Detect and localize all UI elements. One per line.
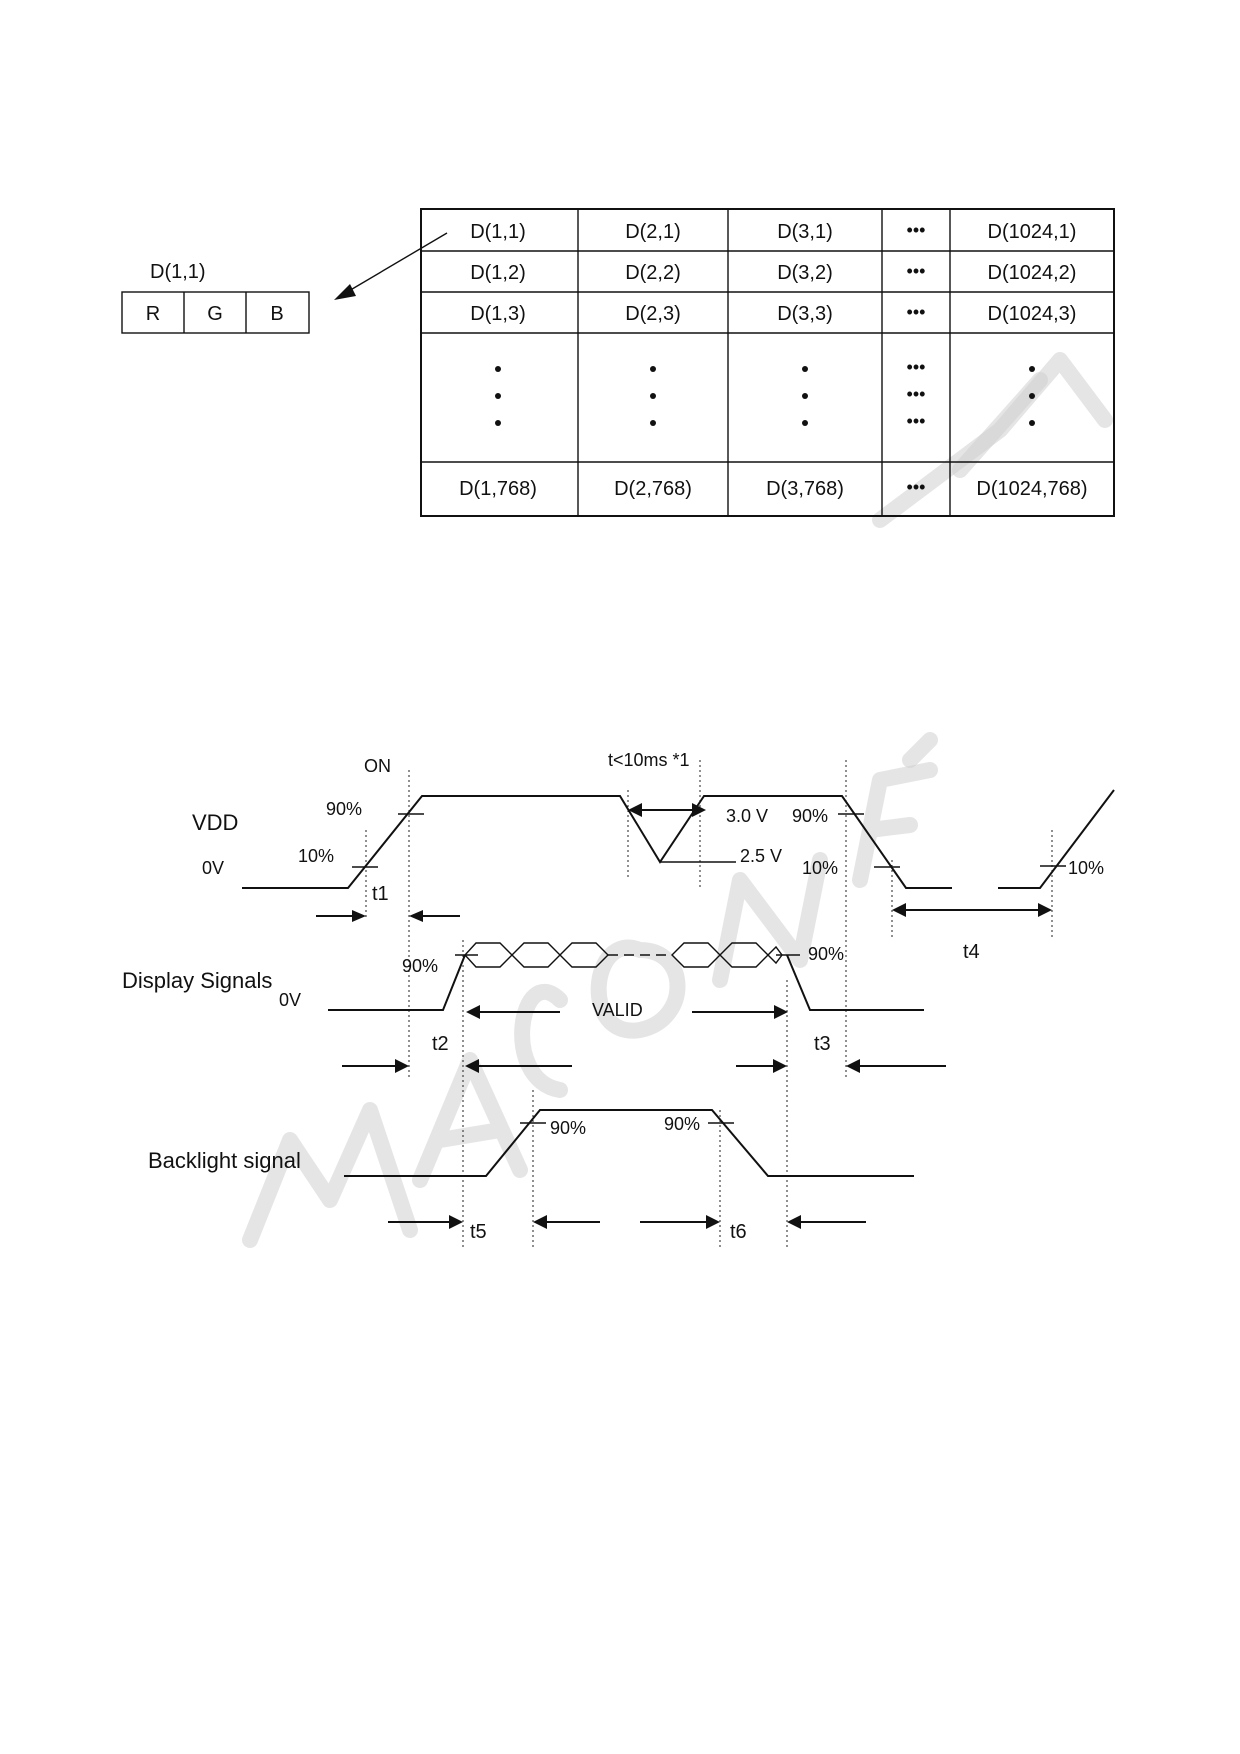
display-signals-label: Display Signals bbox=[122, 968, 272, 993]
on-label: ON bbox=[364, 756, 391, 776]
valid-label: VALID bbox=[592, 1000, 643, 1020]
table-cell: D(3,1) bbox=[777, 221, 833, 243]
vdd-10-right-label: 10% bbox=[802, 858, 838, 878]
display-signal-waveform bbox=[328, 954, 924, 1011]
vdd-10-label: 10% bbox=[298, 846, 334, 866]
table-cell: D(1,768) bbox=[459, 478, 537, 500]
channel-r: R bbox=[146, 303, 160, 325]
pointer-arrowhead bbox=[334, 284, 356, 300]
table-cell: D(3,3) bbox=[777, 303, 833, 325]
rgb-box bbox=[121, 291, 310, 334]
table-cell: D(1024,3) bbox=[988, 303, 1077, 325]
backlight-label: Backlight signal bbox=[148, 1148, 301, 1173]
table-cell: D(1024,768) bbox=[976, 478, 1087, 500]
vdd-waveform-tail bbox=[998, 789, 1115, 889]
vdd-10-end-label: 10% bbox=[1068, 858, 1104, 878]
backlight-90-label: 90% bbox=[550, 1118, 586, 1138]
timing-diagram: VDD ON 0V 90% 10% t<10ms *1 3.0 V 2.5 V … bbox=[122, 750, 1115, 1250]
table-cell: D(3,768) bbox=[766, 478, 844, 500]
backlight-90-right-label: 90% bbox=[664, 1114, 700, 1134]
table-cell: D(1,2) bbox=[470, 262, 526, 284]
table-cell: D(2,3) bbox=[625, 303, 681, 325]
v30-label: 3.0 V bbox=[726, 806, 768, 826]
backlight-waveform bbox=[344, 1109, 914, 1177]
pixel-label: D(1,1) bbox=[150, 261, 206, 283]
table-cell: D(1,1) bbox=[470, 221, 526, 243]
pointer-arrow bbox=[341, 232, 448, 296]
pixel-detail: D(1,1) R G B bbox=[121, 232, 448, 334]
t5-label: t5 bbox=[470, 1221, 487, 1243]
vdd-zero-label: 0V bbox=[202, 858, 224, 878]
display-90-right-label: 90% bbox=[808, 944, 844, 964]
table-cell: D(3,2) bbox=[777, 262, 833, 284]
ellipsis-cell: ••• bbox=[907, 411, 926, 431]
channel-g: G bbox=[207, 303, 223, 325]
table-cell: ••• bbox=[907, 220, 926, 240]
display-90-label: 90% bbox=[402, 956, 438, 976]
display-zero-label: 0V bbox=[279, 990, 301, 1010]
display-eye-left bbox=[464, 942, 609, 968]
watermark bbox=[242, 352, 1113, 1248]
table-cell: ••• bbox=[907, 302, 926, 322]
t4-label: t4 bbox=[963, 941, 980, 963]
vdd-label: VDD bbox=[192, 810, 238, 835]
channel-b: B bbox=[270, 303, 283, 325]
table-cell: D(2,2) bbox=[625, 262, 681, 284]
vdd-90-label: 90% bbox=[326, 799, 362, 819]
table-cell: D(2,768) bbox=[614, 478, 692, 500]
frame-table: D(1,1) D(2,1) D(3,1) ••• D(1024,1) D(1,2… bbox=[420, 208, 1115, 517]
t2-label: t2 bbox=[432, 1033, 449, 1055]
table-cell: D(2,1) bbox=[625, 221, 681, 243]
ellipsis-cell: ••• bbox=[907, 384, 926, 404]
table-cell: D(1,3) bbox=[470, 303, 526, 325]
table-cell: ••• bbox=[907, 477, 926, 497]
vertical-ellipsis bbox=[495, 366, 1035, 426]
vdd-90-right-label: 90% bbox=[792, 806, 828, 826]
t6-label: t6 bbox=[730, 1221, 747, 1243]
table-cell: D(1024,2) bbox=[988, 262, 1077, 284]
table-frame bbox=[420, 208, 1115, 517]
ellipsis-cell: ••• bbox=[907, 357, 926, 377]
table-cell: ••• bbox=[907, 261, 926, 281]
table-cell: D(1024,1) bbox=[988, 221, 1077, 243]
t-limit-label: t<10ms *1 bbox=[608, 750, 690, 770]
t1-label: t1 bbox=[372, 883, 389, 905]
v25-label: 2.5 V bbox=[740, 846, 782, 866]
t3-label: t3 bbox=[814, 1033, 831, 1055]
